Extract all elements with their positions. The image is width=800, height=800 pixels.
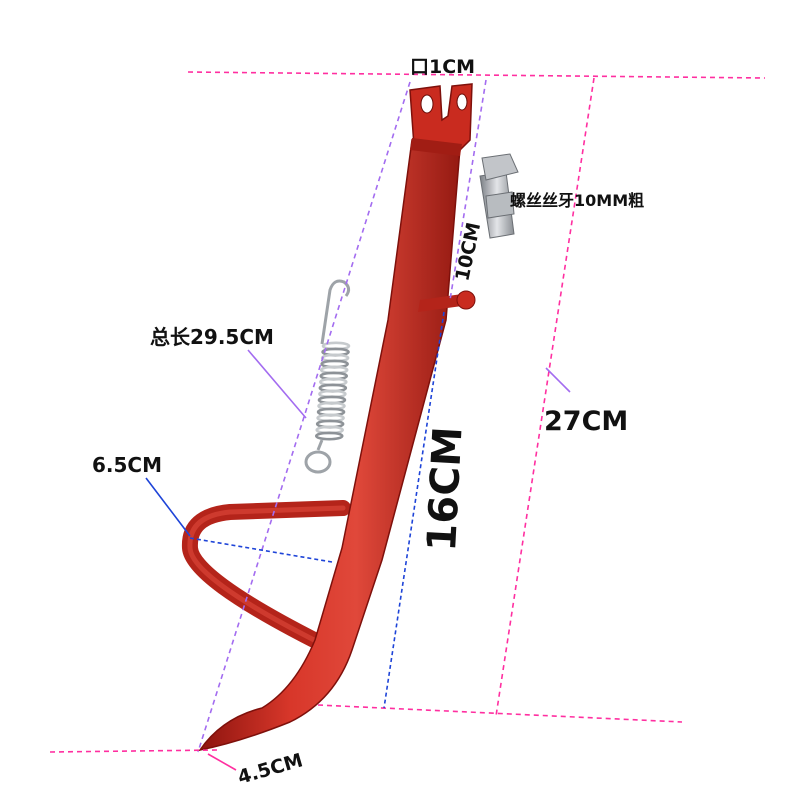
spring — [304, 279, 351, 474]
bolt-label: 螺丝丝牙10MM粗 — [510, 191, 644, 210]
triangle-blue-line — [189, 537, 333, 563]
kickstand — [181, 83, 476, 752]
spring-length-label: 总长29.5CM — [150, 325, 274, 349]
bolt — [479, 153, 519, 239]
main-tube — [198, 139, 461, 752]
upper-segment-label: 10CM — [451, 220, 485, 283]
hole-label: 口1CM — [410, 56, 475, 78]
top-pink-line — [187, 71, 766, 79]
height-pointer — [545, 367, 571, 393]
height-label: 27CM — [544, 406, 628, 437]
bottom-left-pink-line — [49, 749, 219, 753]
spring-coil — [314, 431, 344, 441]
clevis-hole — [420, 94, 434, 114]
lower-blue-line — [383, 311, 445, 709]
foot-width-label: 4.5CM — [235, 749, 305, 788]
foot-pointer — [207, 753, 237, 771]
lower-segment-label: 16CM — [419, 425, 471, 552]
spring-peg — [418, 294, 462, 312]
triangle-width-label: 6.5CM — [92, 453, 162, 477]
spring-pointer — [247, 349, 307, 419]
triangle-pointer — [145, 477, 191, 537]
measurement-lines — [49, 71, 766, 771]
bottom-right-pink-line — [317, 704, 683, 723]
spring-purple-line — [197, 81, 411, 753]
upper-purple-line — [449, 79, 487, 301]
